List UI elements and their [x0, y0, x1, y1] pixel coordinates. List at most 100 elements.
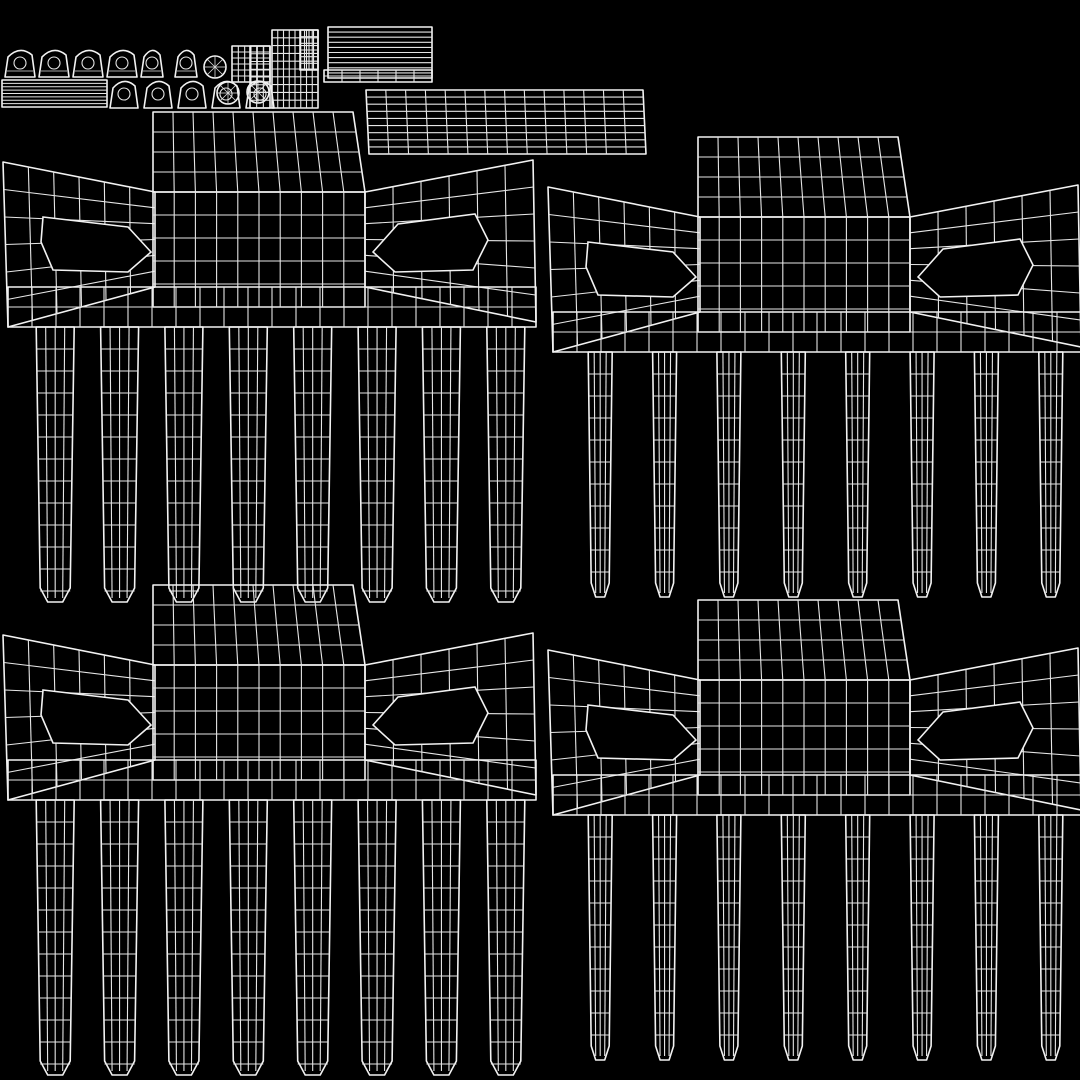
shell-bottom-right-tine-1-outline	[587, 814, 614, 1061]
shell-top-right-tine-3-outline	[716, 351, 742, 598]
shell-top-right-tine-1-vline	[593, 351, 597, 594]
shell-bottom-right-tine-5-outline	[844, 814, 871, 1061]
shell-top-right-wing-right-hline	[909, 295, 1080, 321]
shell-top-left-wing-right-hline	[364, 186, 534, 209]
shell-bottom-right-tine-4-vline	[797, 814, 800, 1057]
shell-top-right-tine-7-outline	[973, 351, 1000, 598]
shell-top-right-tine-1-vline	[604, 351, 607, 594]
shell-bottom-left-tine-6-vline	[384, 799, 388, 1072]
long-strip-left-outline	[1, 79, 108, 108]
stacked-strips-wide-vline	[405, 89, 410, 155]
shell-bottom-right-tine-4-vline	[786, 814, 790, 1057]
shell-top-left-tine-4-vline	[238, 326, 242, 599]
shell-top-right-tine-6-outline	[909, 351, 935, 598]
shell-bottom-right-tine-2-outline	[651, 814, 678, 1061]
tooth-cap	[174, 49, 198, 78]
bolt-rosette-spoke	[214, 58, 224, 68]
stacked-strips-wide-vline	[424, 89, 429, 155]
shell-bottom-left-tine-7-vline	[431, 799, 435, 1072]
shell-top-left-tine-7-outline	[421, 326, 462, 603]
tooth-cap	[211, 80, 241, 109]
tooth-cap	[177, 80, 207, 109]
shell-bottom-left-tine-5-vline	[319, 799, 323, 1072]
tooth-cap-ring	[47, 56, 61, 70]
stacked-strips-wide-vline	[583, 89, 588, 155]
shell-top-right-tine-3-vline	[722, 351, 725, 594]
shell-top-left-tine-7-vline	[431, 326, 435, 599]
shell-bottom-left-tine-2-vline	[109, 799, 113, 1072]
shell-top-left-tine-3-vline	[173, 326, 177, 599]
shell-bottom-left-wing-left-hline	[3, 661, 156, 682]
shell-top-right-tine-6-vline	[926, 351, 929, 594]
shell-bottom-right-wing-left-hline	[549, 704, 701, 713]
shell-top-left-tine-3-vline	[190, 326, 194, 599]
shell-top-right-hole-left	[585, 241, 698, 298]
shell-bottom-right-hole-left	[585, 704, 698, 761]
shell-top-left-tine-3-outline	[164, 326, 204, 603]
shell-bottom-left-tine-8-vline	[512, 799, 516, 1072]
stacked-strips-wide-vline	[464, 89, 469, 155]
shell-top-right-tine-4-vline	[797, 351, 800, 594]
bolt-rosette-spoke	[219, 92, 229, 102]
comb-shell-top-right	[547, 136, 1080, 598]
shell-top-right-tine-1-outline	[587, 351, 614, 598]
shell-bottom-left-tine-6-vline	[367, 799, 371, 1072]
shell-top-left-tine-8-outline	[485, 326, 526, 603]
shell-bottom-right-tine-3-outline	[716, 814, 742, 1061]
shell-bottom-left-tine-6-outline	[357, 799, 397, 1076]
tooth-cap	[143, 80, 173, 109]
stacked-strips-wide-vline	[484, 89, 489, 155]
shell-top-left-base-outline	[7, 286, 537, 328]
comb-shell-bottom-right	[547, 599, 1080, 1061]
shell-bottom-left-wing-right-hline	[364, 659, 534, 682]
tooth-cap-ring	[179, 56, 193, 70]
shell-bottom-right-tine-7-vline	[990, 814, 993, 1057]
shell-top-left-tine-1-vline	[62, 326, 66, 599]
shell-top-right-tine-8-vline	[1044, 351, 1047, 594]
shell-bottom-left-tine-2-outline	[99, 799, 140, 1076]
shell-bottom-left-tine-4-outline	[228, 799, 269, 1076]
shell-bottom-right-tine-6-vline	[926, 814, 929, 1057]
tooth-cap-ring	[219, 87, 233, 101]
shell-bottom-right-wing-right-hline	[909, 674, 1079, 697]
tooth-cap	[109, 80, 139, 109]
shell-top-right-tine-7-vline	[990, 351, 993, 594]
tooth-cap-ring	[81, 56, 95, 70]
shell-bottom-left-tine-3-vline	[173, 799, 177, 1072]
stacked-strips-wide-vline	[563, 89, 568, 155]
tooth-cap	[72, 49, 104, 78]
shell-bottom-left-base-outline	[7, 759, 537, 801]
shell-top-right-wing-right-hline	[909, 211, 1079, 234]
shell-bottom-left-tine-5-outline	[292, 799, 333, 1076]
shell-top-left-tine-5-vline	[302, 326, 306, 599]
shell-bottom-right-wing-right-hline	[909, 758, 1080, 784]
stacked-strips-wide-vline	[385, 89, 390, 155]
stacked-strips-wide-vline	[602, 89, 607, 155]
shell-bottom-right-tine-7-outline	[973, 814, 1000, 1061]
shell-bottom-right-tine-4-outline	[780, 814, 807, 1061]
shell-bottom-right-tine-1-vline	[604, 814, 607, 1057]
shell-bottom-left-tine-8-vline	[495, 799, 499, 1072]
stacked-strips-wide-vline	[523, 89, 528, 155]
shell-bottom-left-tine-1-vline	[45, 799, 49, 1072]
stacked-strips-wide-vline	[444, 89, 449, 155]
shell-top-left-tine-1-outline	[35, 326, 75, 603]
shell-top-left-wing-left-hline	[3, 188, 156, 209]
shell-top-right-tine-4-vline	[786, 351, 790, 594]
shell-bottom-right-tine-2-vline	[668, 814, 672, 1057]
shell-top-left-tine-6-outline	[357, 326, 397, 603]
shell-top-right-tine-5-vline	[861, 351, 865, 594]
small-uv-islands	[1, 26, 647, 155]
shell-bottom-right-tine-6-vline	[915, 814, 919, 1057]
shell-bottom-right-wing-left-hline	[548, 676, 701, 697]
shell-top-left-tine-2-vline	[109, 326, 113, 599]
shell-top-left-tine-5-vline	[319, 326, 323, 599]
shell-top-left-tine-1-vline	[45, 326, 49, 599]
shell-top-right-tine-5-outline	[844, 351, 871, 598]
shell-top-right-tine-2-vline	[658, 351, 661, 594]
tooth-cap-ring	[151, 87, 165, 101]
shell-bottom-left-tine-1-vline	[62, 799, 66, 1072]
bolt-rosette-spoke	[227, 84, 237, 94]
stacked-strips-wide-vline	[543, 89, 548, 155]
